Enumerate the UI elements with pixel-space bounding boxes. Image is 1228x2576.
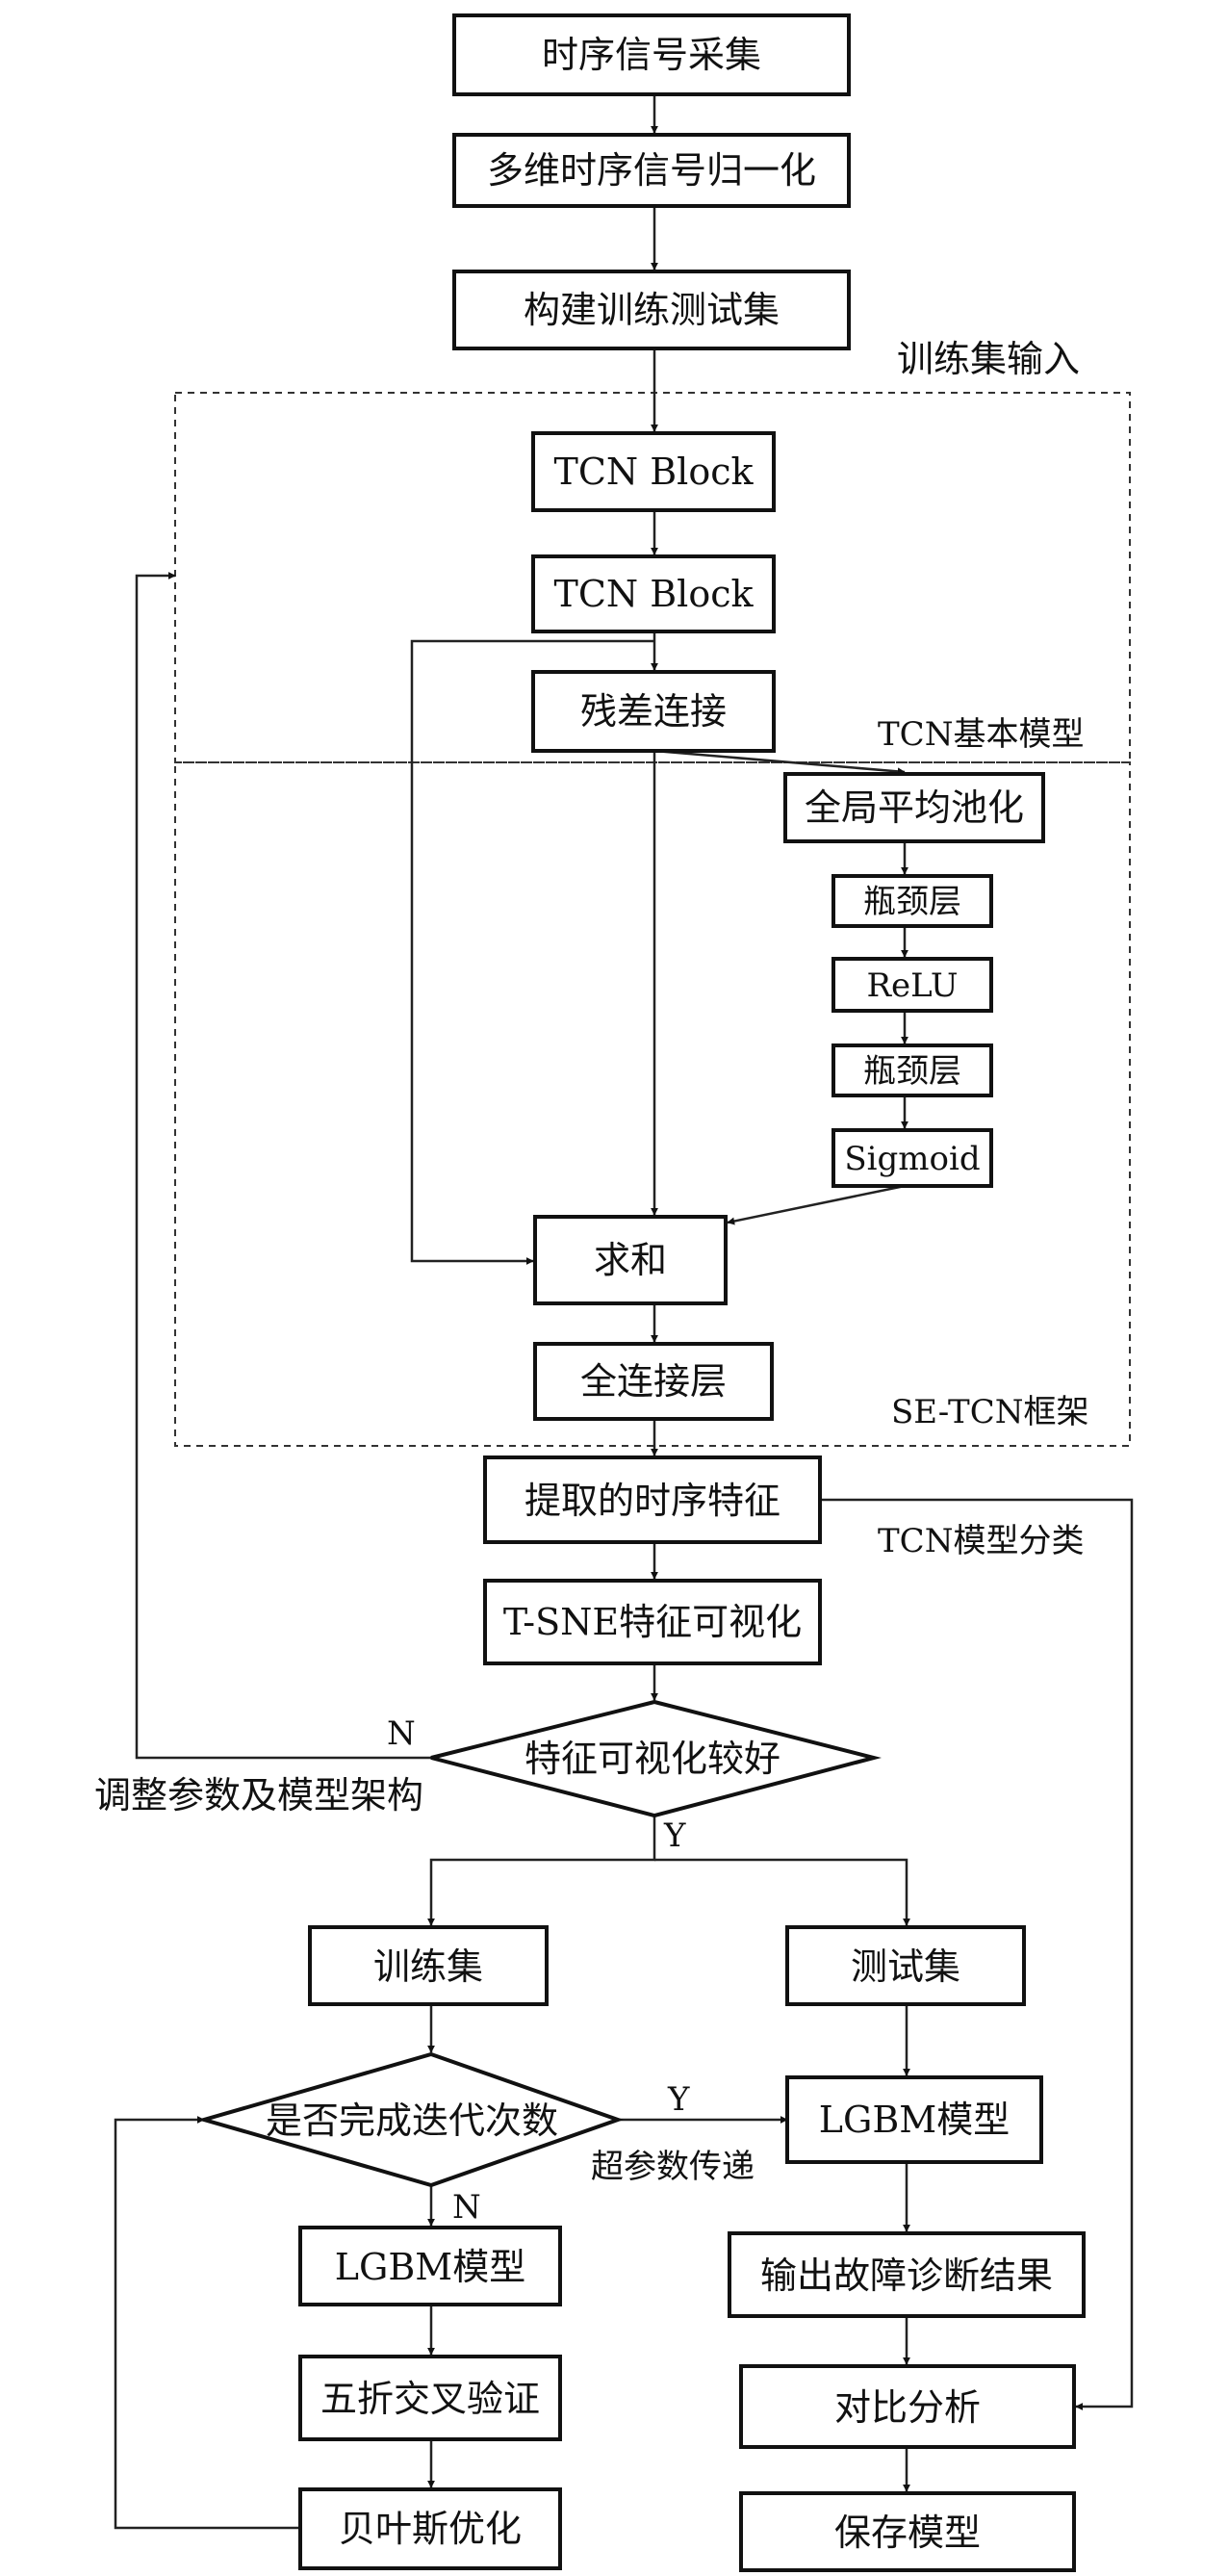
- edge-sigmoid-sum: [727, 1184, 906, 1225]
- normalization-box: [452, 133, 851, 208]
- edge-features-compare: [820, 1498, 1134, 2410]
- edges: [114, 94, 1134, 2530]
- save-model-box: [739, 2491, 1076, 2572]
- tcn-classification-label: TCN模型分类: [878, 1522, 1084, 1560]
- lgbm-right-box: [785, 2075, 1043, 2164]
- fully-connected-box: [533, 1342, 774, 1421]
- build-sets-box: [452, 270, 851, 350]
- extracted-features-text: 提取的时序特征: [524, 1480, 780, 1522]
- sigmoid-text: Sigmoid: [844, 1140, 980, 1178]
- fault-result-box: [728, 2231, 1086, 2318]
- residual-text: 残差连接: [580, 690, 727, 733]
- test-set-text: 测试集: [851, 1945, 960, 1988]
- save-model-text: 保存模型: [834, 2512, 981, 2554]
- annotations: 训练集输入 TCN基本模型 SE-TCN框架 TCN模型分类 调整参数及模型架构…: [94, 338, 1088, 2227]
- fully-connected-text: 全连接层: [580, 1360, 727, 1403]
- decision-iterations-text: 是否完成迭代次数: [266, 2099, 558, 2142]
- train-set-box: [308, 1925, 549, 2006]
- residual-box: [531, 670, 776, 753]
- decision-visual-diamond: [430, 1699, 882, 1818]
- node-labels: 时序信号采集 多维时序信号归一化 构建训练测试集 TCN Block TCN B…: [266, 34, 1053, 2554]
- sum-box: [533, 1215, 728, 1305]
- bayes-opt-text: 贝叶斯优化: [339, 2508, 522, 2550]
- sum-text: 求和: [594, 1239, 667, 1281]
- signal-acquisition-box: [452, 13, 851, 96]
- adjust-params-label: 调整参数及模型架构: [94, 1774, 423, 1816]
- edge-decision-no-feedback: [135, 572, 431, 1760]
- tsne-text: T-SNE特征可视化: [503, 1601, 802, 1643]
- se-tcn-frame: [174, 761, 1131, 1447]
- yes-label-2: Y: [667, 2080, 690, 2119]
- tcn-block-1-text: TCN Block: [553, 451, 754, 493]
- five-fold-text: 五折交叉验证: [320, 2378, 540, 2420]
- no-label-1: N: [387, 1714, 416, 1753]
- train-set-text: 训练集: [373, 1945, 483, 1988]
- se-tcn-frame-label: SE-TCN框架: [891, 1393, 1088, 1431]
- bottleneck-2-text: 瓶颈层: [863, 1052, 961, 1091]
- build-sets-text: 构建训练测试集: [524, 289, 780, 331]
- fault-result-text: 输出故障诊断结果: [760, 2254, 1053, 2297]
- global-avg-pool-box: [783, 772, 1045, 843]
- tcn-basic-model-label: TCN基本模型: [878, 715, 1084, 754]
- no-label-2: N: [452, 2188, 481, 2227]
- tcn-block-1-box: [531, 431, 776, 512]
- nodes: [196, 13, 1086, 2572]
- bottleneck-2-box: [831, 1043, 993, 1097]
- normalization-text: 多维时序信号归一化: [487, 149, 816, 192]
- edge-decision-yes-test: [654, 1858, 910, 1926]
- global-avg-pool-text: 全局平均池化: [805, 786, 1024, 829]
- extracted-features-box: [483, 1455, 822, 1544]
- edge-skip-connection: [410, 639, 654, 1265]
- bayes-opt-box: [298, 2487, 562, 2570]
- train-input-label: 训练集输入: [897, 338, 1080, 380]
- bottleneck-1-text: 瓶颈层: [863, 883, 961, 921]
- edge-residual-globalpool: [653, 749, 906, 776]
- bottleneck-1-box: [831, 874, 993, 928]
- signal-acquisition-text: 时序信号采集: [542, 34, 761, 76]
- relu-box: [831, 957, 993, 1013]
- compare-text: 对比分析: [834, 2386, 981, 2429]
- tcn-block-2-box: [531, 554, 776, 633]
- decision-visual-text: 特征可视化较好: [524, 1738, 780, 1780]
- relu-text: ReLU: [866, 966, 958, 1005]
- edge-decision-yes-train: [427, 1816, 656, 1926]
- test-set-box: [785, 1925, 1026, 2006]
- hyperparam-transfer-label: 超参数传递: [591, 2148, 755, 2186]
- compare-box: [739, 2364, 1076, 2449]
- tsne-box: [483, 1579, 822, 1665]
- lgbm-right-text: LGBM模型: [819, 2099, 1010, 2141]
- edge-bayes-feedback: [114, 2116, 300, 2530]
- decision-iterations-diamond: [196, 2051, 625, 2188]
- lgbm-left-text: LGBM模型: [335, 2246, 525, 2288]
- five-fold-box: [298, 2355, 562, 2441]
- yes-label-1: Y: [663, 1816, 686, 1855]
- sigmoid-box: [831, 1128, 993, 1188]
- lgbm-left-box: [298, 2226, 562, 2306]
- tcn-block-2-text: TCN Block: [553, 573, 754, 615]
